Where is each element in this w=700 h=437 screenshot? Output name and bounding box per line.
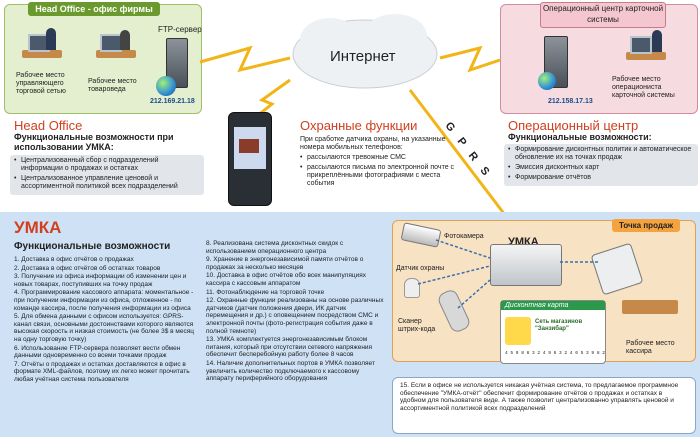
list-item: Формирование отчётов <box>508 174 694 182</box>
security-bullets: рассылаются тревожные СМС рассылаются пи… <box>300 154 466 190</box>
list-item: рассылаются письма по электронной почте … <box>300 164 466 188</box>
cashier-desk-image <box>622 300 678 314</box>
cashier-label: Рабочее место кассира <box>626 340 675 355</box>
feature-item: 6. Использование FTP-сервера позволяет в… <box>14 344 181 360</box>
feature-item: 14. Наличие дополнительных портов в УМКА… <box>206 359 375 383</box>
list-item: Эмиссия дисконтных карт <box>508 164 694 172</box>
feature-item: 5. Для обмена данными с офисом используе… <box>14 313 194 343</box>
feature-item: 10. Доставка в офис отчётов обо всех ман… <box>206 272 366 287</box>
merchandiser-desk-image <box>96 50 136 58</box>
operator-person-icon <box>652 30 662 52</box>
feature-item: 12. Охранные функции реализованы на осно… <box>206 297 384 335</box>
op-center-tab: Операционный центр карточной системы <box>540 2 666 28</box>
globe-icon <box>156 76 176 96</box>
card-shop-name: Сеть магазинов "Занзибар" <box>535 319 583 332</box>
sensor-label: Датчик охраны <box>396 265 445 272</box>
head-office-title: Head Office <box>14 118 83 133</box>
op-center-subtitle: Функциональные возможности: <box>508 132 652 142</box>
umka-subtitle: Функциональные возможности <box>14 241 171 252</box>
security-title: Охранные функции <box>300 118 418 133</box>
note-bubble <box>392 377 696 434</box>
list-item: Централизованный сбор с подразделений ин… <box>14 157 200 173</box>
manager-workstation-label: Рабочее место управляющего торговой сеть… <box>16 72 66 95</box>
feature-item: 13. УМКА комплектуется энергонезависимым… <box>206 336 373 359</box>
head-office-tab: Head Office - офис фирмы <box>28 2 160 16</box>
feature-item: 11. Фотонаблюдение на торговой точке <box>206 288 325 296</box>
umka-features-col2: 8. Реализована система дисконтных скидок… <box>206 240 386 384</box>
globe-icon <box>538 72 556 90</box>
merchandiser-person-icon <box>120 30 130 50</box>
operator-monitor-icon <box>630 36 652 54</box>
op-center-ip: 212.158.17.13 <box>548 98 593 105</box>
op-center-bullets: Формирование дисконтных политик и автома… <box>504 144 698 186</box>
ftp-server-icon <box>166 38 188 88</box>
security-intro: При сработке датчика охраны, на указанны… <box>300 136 446 151</box>
list-item: Формирование дисконтных политик и автома… <box>508 146 694 162</box>
pda-phone-icon <box>228 112 272 206</box>
head-office-subtitle: Функциональные возможности при использов… <box>14 132 174 152</box>
card-barcode: 4 5 9 8 6 3 2 4 9 6 3 2 4 6 5 3 9 8 2 <box>505 351 605 356</box>
umka-features-col1: 1. Доставка в офис отчётов о продажах 2.… <box>14 256 200 385</box>
feature-item: 1. Доставка в офис отчётов о продажах <box>14 256 134 263</box>
umka-feature-15: 15. Если в офисе не используется никакая… <box>400 382 679 412</box>
feature-item: 3. Получение из офиса информации об изме… <box>14 273 187 288</box>
internet-label: Интернет <box>330 48 396 65</box>
thief-icon <box>239 139 259 153</box>
feature-item: 8. Реализована система дисконтных скидок… <box>206 240 344 255</box>
list-item: Централизованное управление ценовой и ас… <box>14 175 200 191</box>
manager-desk-image <box>22 50 62 58</box>
umka-title: УМКА <box>14 218 62 237</box>
op-center-title: Операционный центр <box>508 118 639 133</box>
manager-person-icon <box>46 28 56 50</box>
head-office-bullets: Централизованный сбор с подразделений ин… <box>10 155 204 195</box>
scanner-label: Сканер штрих-кода <box>398 318 436 333</box>
feature-item: 4. Программирование кассового аппарата: … <box>14 289 194 312</box>
sensor-icon <box>404 278 420 298</box>
feature-item: 2. Доставка в офис отчётов об остатках т… <box>14 264 161 272</box>
feature-item: 7. Отчёты о продажах и остатках доставля… <box>14 360 190 383</box>
camera-label: Фотокамера <box>444 233 484 240</box>
merchandiser-workstation-label: Рабочее место товароведа <box>88 78 137 93</box>
list-item: рассылаются тревожные СМС <box>300 154 466 162</box>
shop-tab: Точка продаж <box>612 219 680 232</box>
operator-workstation-label: Рабочее место операциониста карточной си… <box>612 76 675 99</box>
card-header: Дисконтная карта <box>501 301 605 310</box>
operator-desk-image <box>626 52 666 60</box>
ftp-server-label: FTP-сервер <box>158 25 202 34</box>
feature-item: 9. Хранение в энергонезависимой памяти о… <box>206 256 364 271</box>
head-office-ip: 212.169.21.18 <box>150 98 195 105</box>
card-photo-icon <box>505 317 531 345</box>
umka-device-icon <box>490 244 562 286</box>
discount-card: Дисконтная карта Сеть магазинов "Занзиба… <box>500 300 606 364</box>
